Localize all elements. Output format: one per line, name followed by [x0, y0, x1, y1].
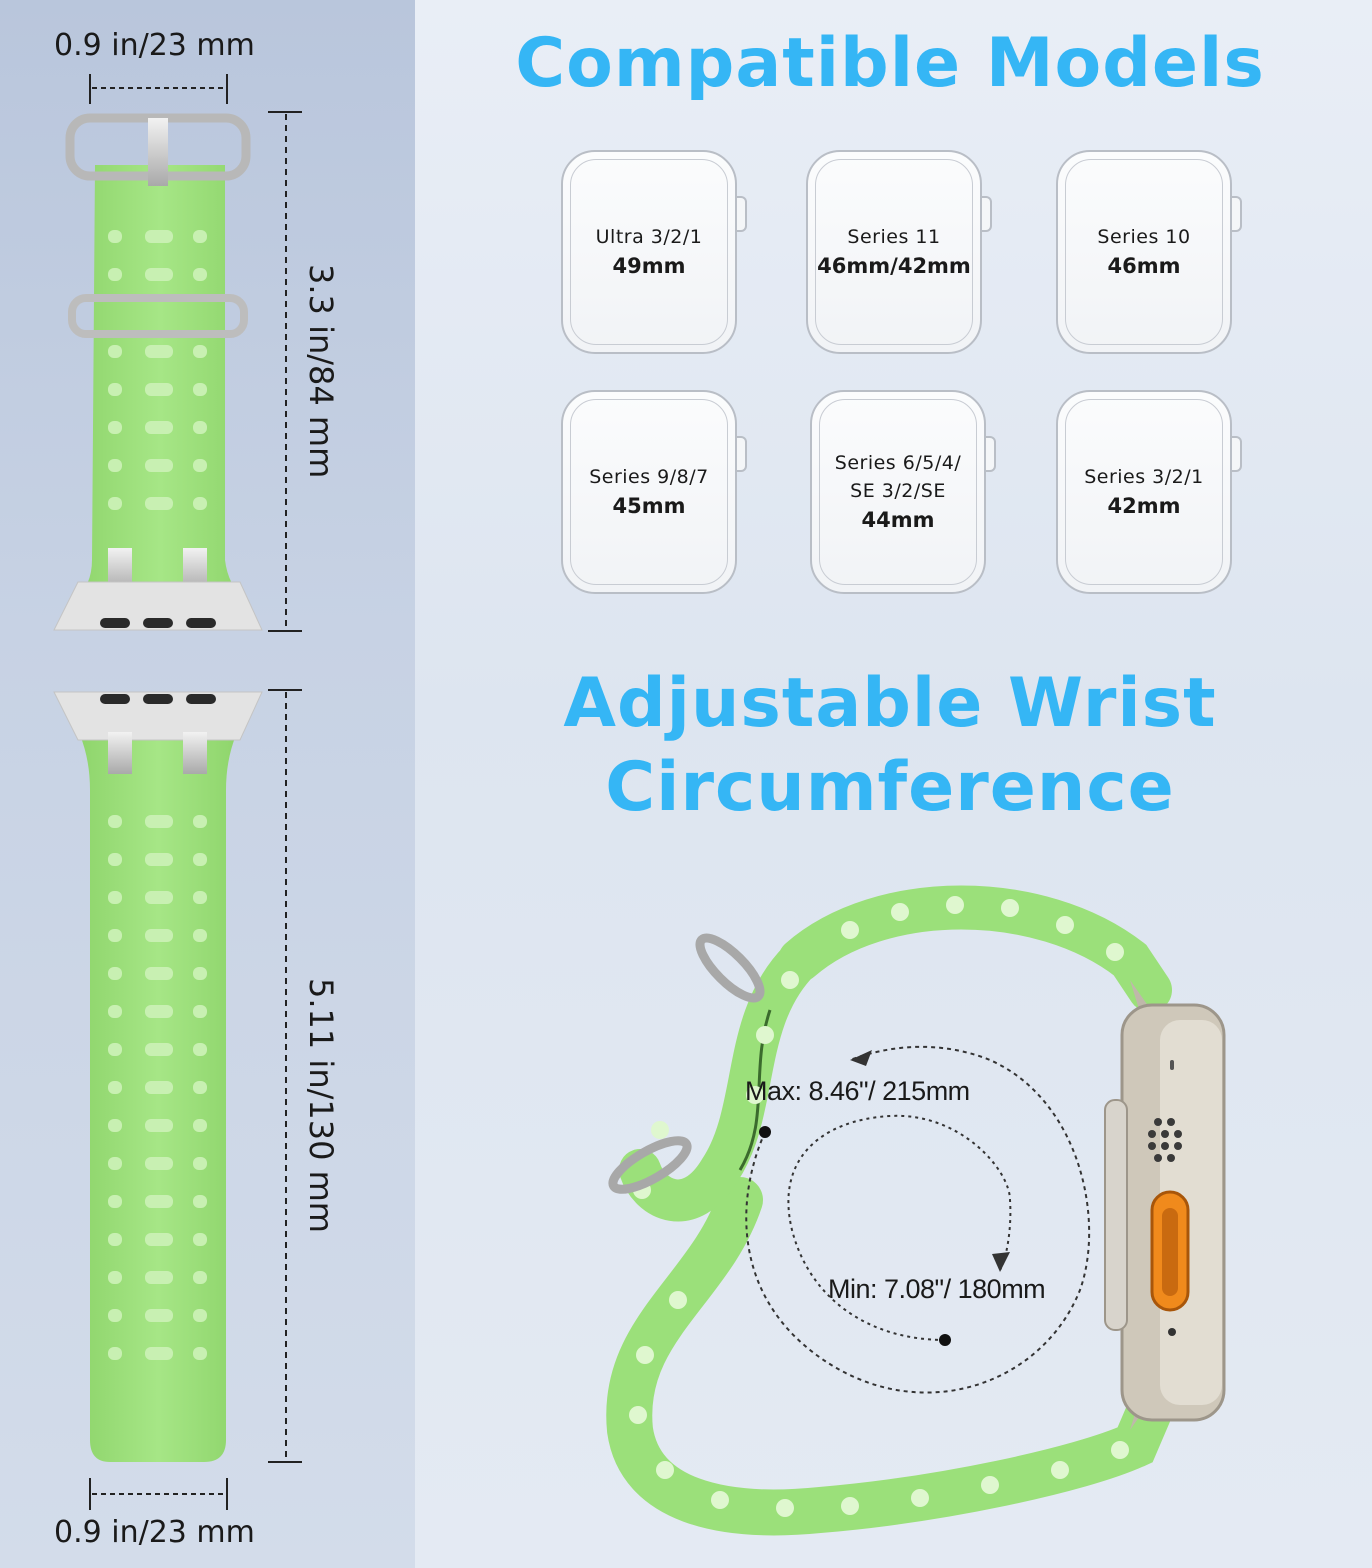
model-size: 46mm/42mm	[817, 254, 971, 278]
top-width-label: 0.9 in/23 mm	[54, 28, 255, 63]
wrist-circumference-illustration	[606, 885, 1226, 1536]
model-size: 45mm	[612, 494, 686, 518]
watch-model-series-9-8-7: Series 9/8/7 45mm	[561, 390, 747, 594]
adjustable-title-line2: Circumference	[605, 748, 1175, 827]
long-length-dimension	[268, 689, 302, 1463]
model-name: Series 10	[1097, 226, 1191, 248]
crown-icon	[1232, 436, 1242, 472]
watch-model-series-11: Series 11 46mm/42mm	[806, 150, 992, 354]
crown-icon	[1232, 196, 1242, 232]
speaker-grille-icon	[1148, 1118, 1182, 1162]
max-circumference-label: Max: 8.46"/ 215mm	[745, 1076, 970, 1106]
band-illustration	[53, 74, 302, 1510]
model-size: 49mm	[612, 254, 686, 278]
model-name: Series 11	[847, 226, 941, 248]
crown-icon	[982, 196, 992, 232]
watch-model-ultra: Ultra 3/2/1 49mm	[561, 150, 747, 354]
watch-model-series-3-2-1: Series 3/2/1 42mm	[1056, 390, 1242, 594]
top-width-dimension	[89, 74, 228, 104]
model-size: 42mm	[1107, 494, 1181, 518]
model-size: 46mm	[1107, 254, 1181, 278]
model-name: Ultra 3/2/1	[595, 226, 703, 248]
crown-icon	[737, 196, 747, 232]
crown-icon	[737, 436, 747, 472]
bottom-width-label: 0.9 in/23 mm	[54, 1515, 255, 1550]
short-length-dimension	[268, 111, 302, 632]
min-circumference-label: Min: 7.08"/ 180mm	[828, 1274, 1046, 1304]
compatible-models-title: Compatible Models	[515, 24, 1265, 103]
model-size: 44mm	[861, 508, 935, 532]
model-name: Series 3/2/1	[1084, 466, 1204, 488]
bottom-width-dimension	[89, 1478, 228, 1510]
adjustable-title-line1: Adjustable Wrist	[563, 664, 1217, 743]
long-band-piece	[53, 691, 263, 1462]
model-name: Series 9/8/7	[589, 466, 709, 488]
short-band-piece	[53, 113, 263, 631]
model-name: Series 6/5/4/	[834, 452, 962, 474]
watch-model-series-6-5-4-se: Series 6/5/4/ SE 3/2/SE 44mm	[810, 390, 996, 594]
watch-model-series-10: Series 10 46mm	[1056, 150, 1242, 354]
model-name-line2: SE 3/2/SE	[850, 480, 946, 502]
crown-icon	[986, 436, 996, 472]
